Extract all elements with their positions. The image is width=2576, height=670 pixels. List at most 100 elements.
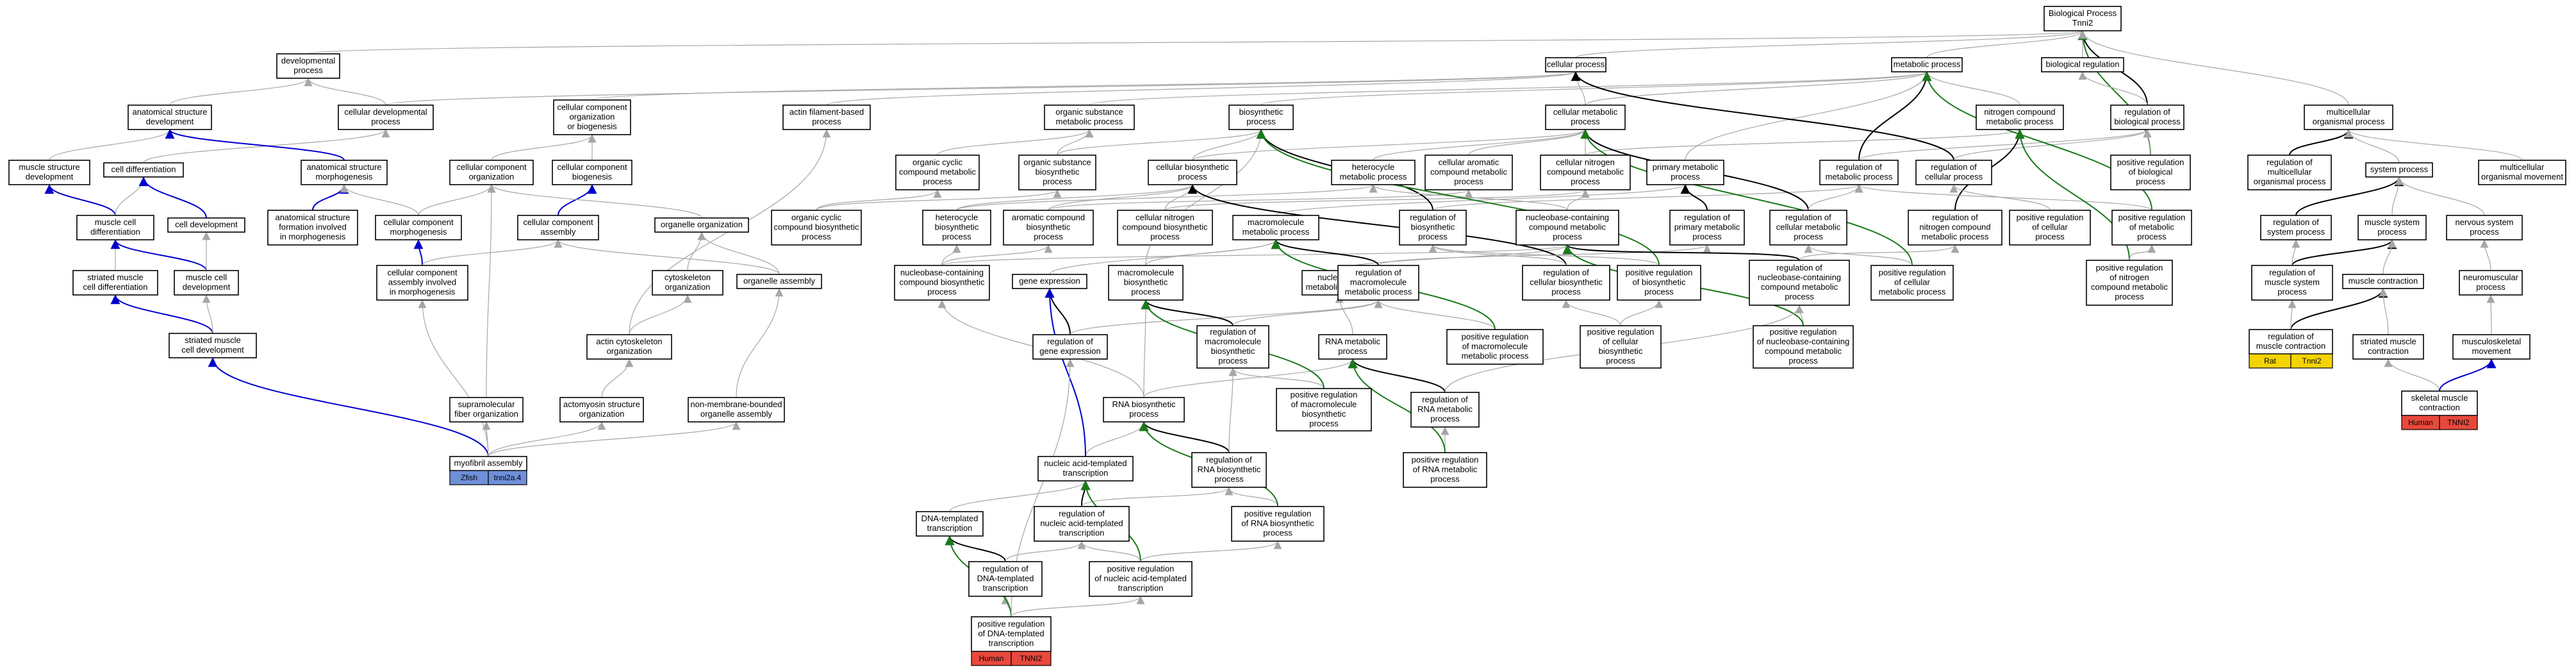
term-node-regnccmp[interactable]: regulation ofnucleobase-containingcompou… [1749,260,1850,306]
term-box [1232,215,1319,240]
term-node-muscont[interactable]: muscle contraction [2342,274,2424,289]
term-node-myofib[interactable]: myofibril assembly [449,456,527,471]
term-node-cellproc[interactable]: cellular process [1545,57,1606,72]
term-node-orgorg[interactable]: organelle organization [654,217,749,233]
term-node-geneexp[interactable]: gene expression [1012,274,1087,289]
term-node-metproc[interactable]: metabolic process [1891,57,1963,72]
term-node-regmbp[interactable]: regulation ofmacromoleculebiosyntheticpr… [1196,325,1269,369]
term-node-orgasm[interactable]: organelle assembly [736,274,822,289]
term-node-sysproc[interactable]: system process [2365,162,2433,178]
term-node-celldev[interactable]: cell development [167,217,245,233]
term-node-celldiff[interactable]: cell differentiation [103,162,184,178]
term-node-bioreg[interactable]: biological regulation [2041,57,2124,72]
